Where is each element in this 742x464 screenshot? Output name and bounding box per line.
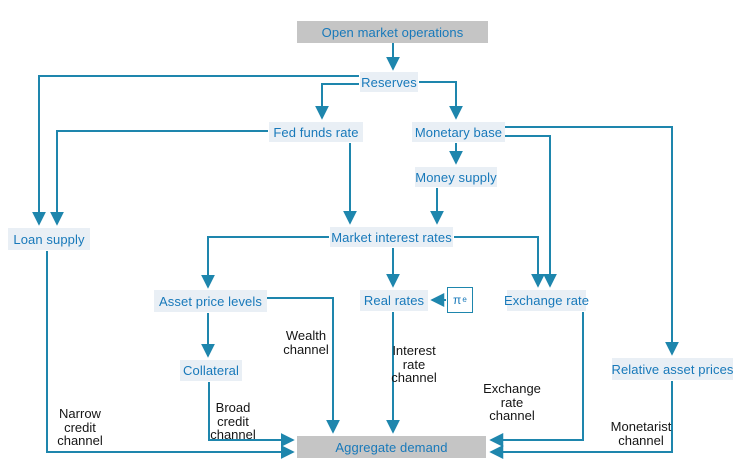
edge-fed-funds-rate-to-loan-supply bbox=[50, 130, 268, 226]
node-relative-asset-prices: Relative asset prices bbox=[611, 358, 733, 380]
edge-reserves-to-monetary-base bbox=[419, 81, 463, 120]
label-broad-credit-channel: Broad credit channel bbox=[210, 400, 256, 442]
edge-narrow-credit-channel-to-aggregate-demand bbox=[46, 251, 295, 459]
label-interest-rate-channel: Interest rate channel bbox=[391, 343, 437, 385]
node-fed-funds-rate: Fed funds rate bbox=[269, 122, 363, 142]
node-exchange-rate: Exchange rate bbox=[504, 290, 589, 311]
node-aggregate-demand: Aggregate demand bbox=[297, 436, 486, 458]
edge-reserves-to-fed-funds-rate bbox=[315, 83, 359, 120]
label-monetarist-channel: Monetarist channel bbox=[610, 419, 672, 448]
edge-market-interest-rates-to-asset-price-levels bbox=[201, 236, 329, 289]
node-real-rates: Real rates bbox=[360, 290, 428, 311]
edge-monetary-base-to-relative-asset-prices bbox=[505, 126, 679, 356]
edge-layer bbox=[32, 43, 679, 459]
edge-broad-credit-channel-to-aggregate-demand bbox=[208, 382, 295, 447]
node-money-supply: Money supply bbox=[415, 167, 497, 187]
label-wealth-channel: Wealth channel bbox=[283, 328, 329, 357]
edge-reserves-to-loan-supply bbox=[32, 75, 359, 226]
node-market-interest-rates: Market interest rates bbox=[330, 227, 453, 247]
label-narrow-credit-channel: Narrow credit channel bbox=[57, 406, 103, 448]
node-monetary-base: Monetary base bbox=[412, 122, 505, 142]
edge-monetarist-channel-to-aggregate-demand bbox=[489, 381, 673, 459]
edge-market-interest-rates-to-exchange-rate bbox=[454, 236, 545, 288]
node-label: π bbox=[453, 293, 462, 307]
edge-wealth-channel-to-aggregate-demand bbox=[267, 297, 340, 434]
node-loan-supply: Loan supply bbox=[8, 228, 90, 250]
node-collateral: Collateral bbox=[180, 360, 242, 381]
edge-monetary-base-to-exchange-rate bbox=[505, 135, 557, 288]
node-open-market-operations: Open market operations bbox=[297, 21, 488, 43]
node-reserves: Reserves bbox=[360, 72, 418, 92]
label-exchange-rate-channel: Exchange rate channel bbox=[483, 381, 541, 423]
node-asset-price-levels: Asset price levels bbox=[154, 290, 267, 312]
edge-exchange-rate-channel-to-aggregate-demand bbox=[489, 312, 584, 447]
